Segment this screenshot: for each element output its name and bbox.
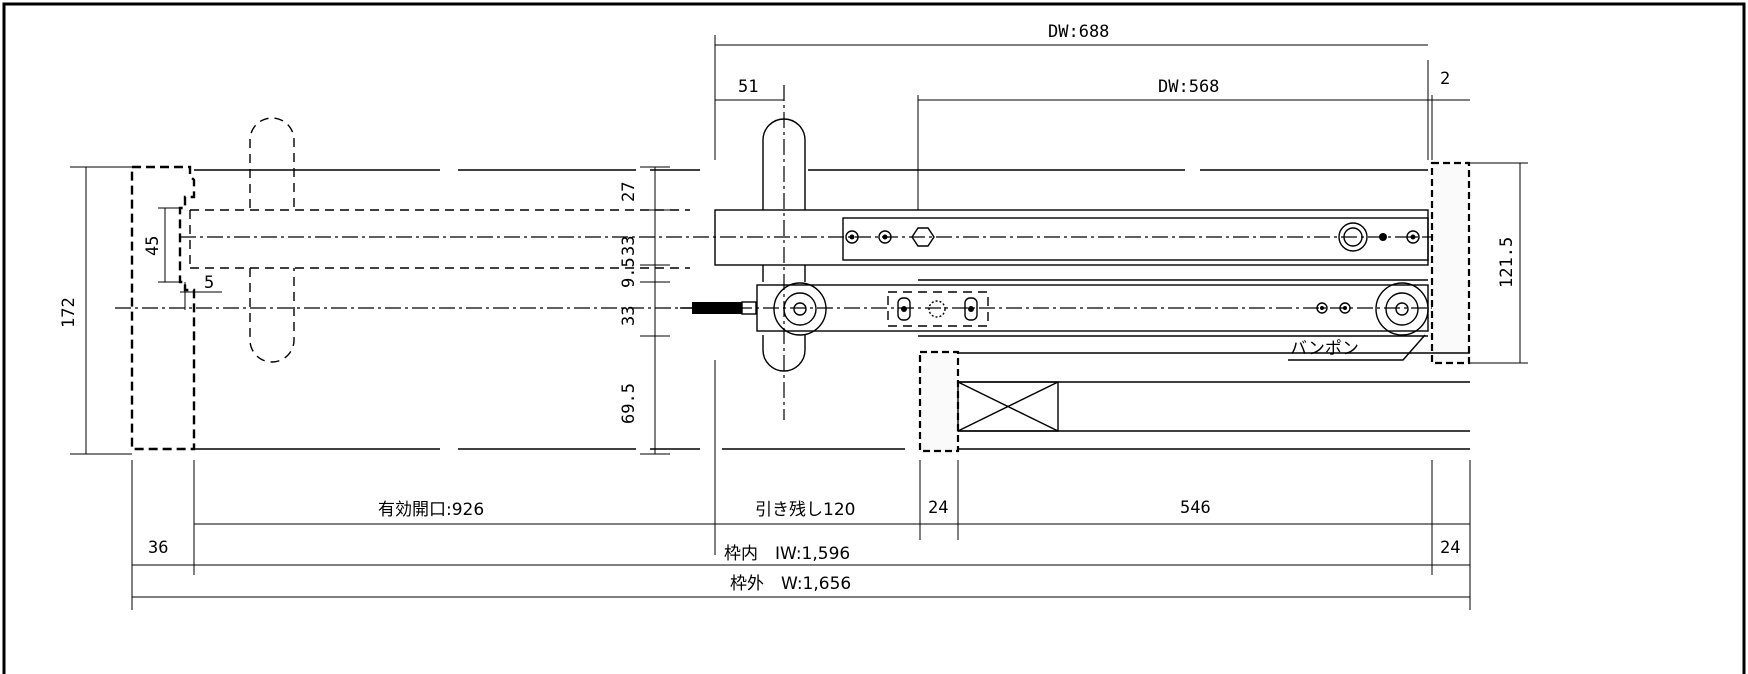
centerlines [115,85,1445,420]
door-leaf-open-ghost [189,209,690,269]
dim-dw-inner: DW:568 [1158,77,1219,97]
roller-left [773,282,827,336]
dim-33-lower: 33 [619,306,639,326]
door-screws [845,222,1420,314]
dim-33-upper: 33 [619,236,639,256]
dim-5: 5 [204,273,214,293]
dim-24-pocket: 24 [928,498,948,518]
wall-lines [194,169,1428,450]
spring-stopper [680,301,757,315]
dim-69-5: 69.5 [619,383,639,424]
dim-dw-outer: DW:688 [1048,22,1109,42]
dim-36: 36 [148,538,168,558]
dim-27: 27 [619,182,639,202]
dim-45: 45 [143,236,163,256]
adjuster-plate [887,291,989,327]
roller-right [1375,282,1429,336]
dim-546: 546 [1180,498,1211,518]
bumper-leader [1288,334,1426,361]
door-leaf [714,209,1429,266]
dim-9-5: 9.5 [619,257,639,288]
dim-2: 2 [1440,69,1450,89]
dimension-lines [70,35,1528,610]
door-handle [762,118,806,372]
dim-121-5: 121.5 [1497,237,1517,288]
bumper-label: バンポン [1290,339,1359,359]
dim-172: 172 [59,297,79,328]
dim-effective-opening: 有効開口:926 [378,500,484,520]
door-pocket-post [918,350,1470,453]
dim-51: 51 [738,77,758,97]
dim-24-frame: 24 [1440,538,1460,558]
dim-inner-frame: 枠内 IW:1,596 [724,544,850,564]
ghost-handle [249,117,295,363]
right-frame-post [1430,161,1471,365]
dim-remaining-pull: 引き残し120 [755,500,855,520]
dim-outer-frame: 枠外 W:1,656 [730,574,851,594]
